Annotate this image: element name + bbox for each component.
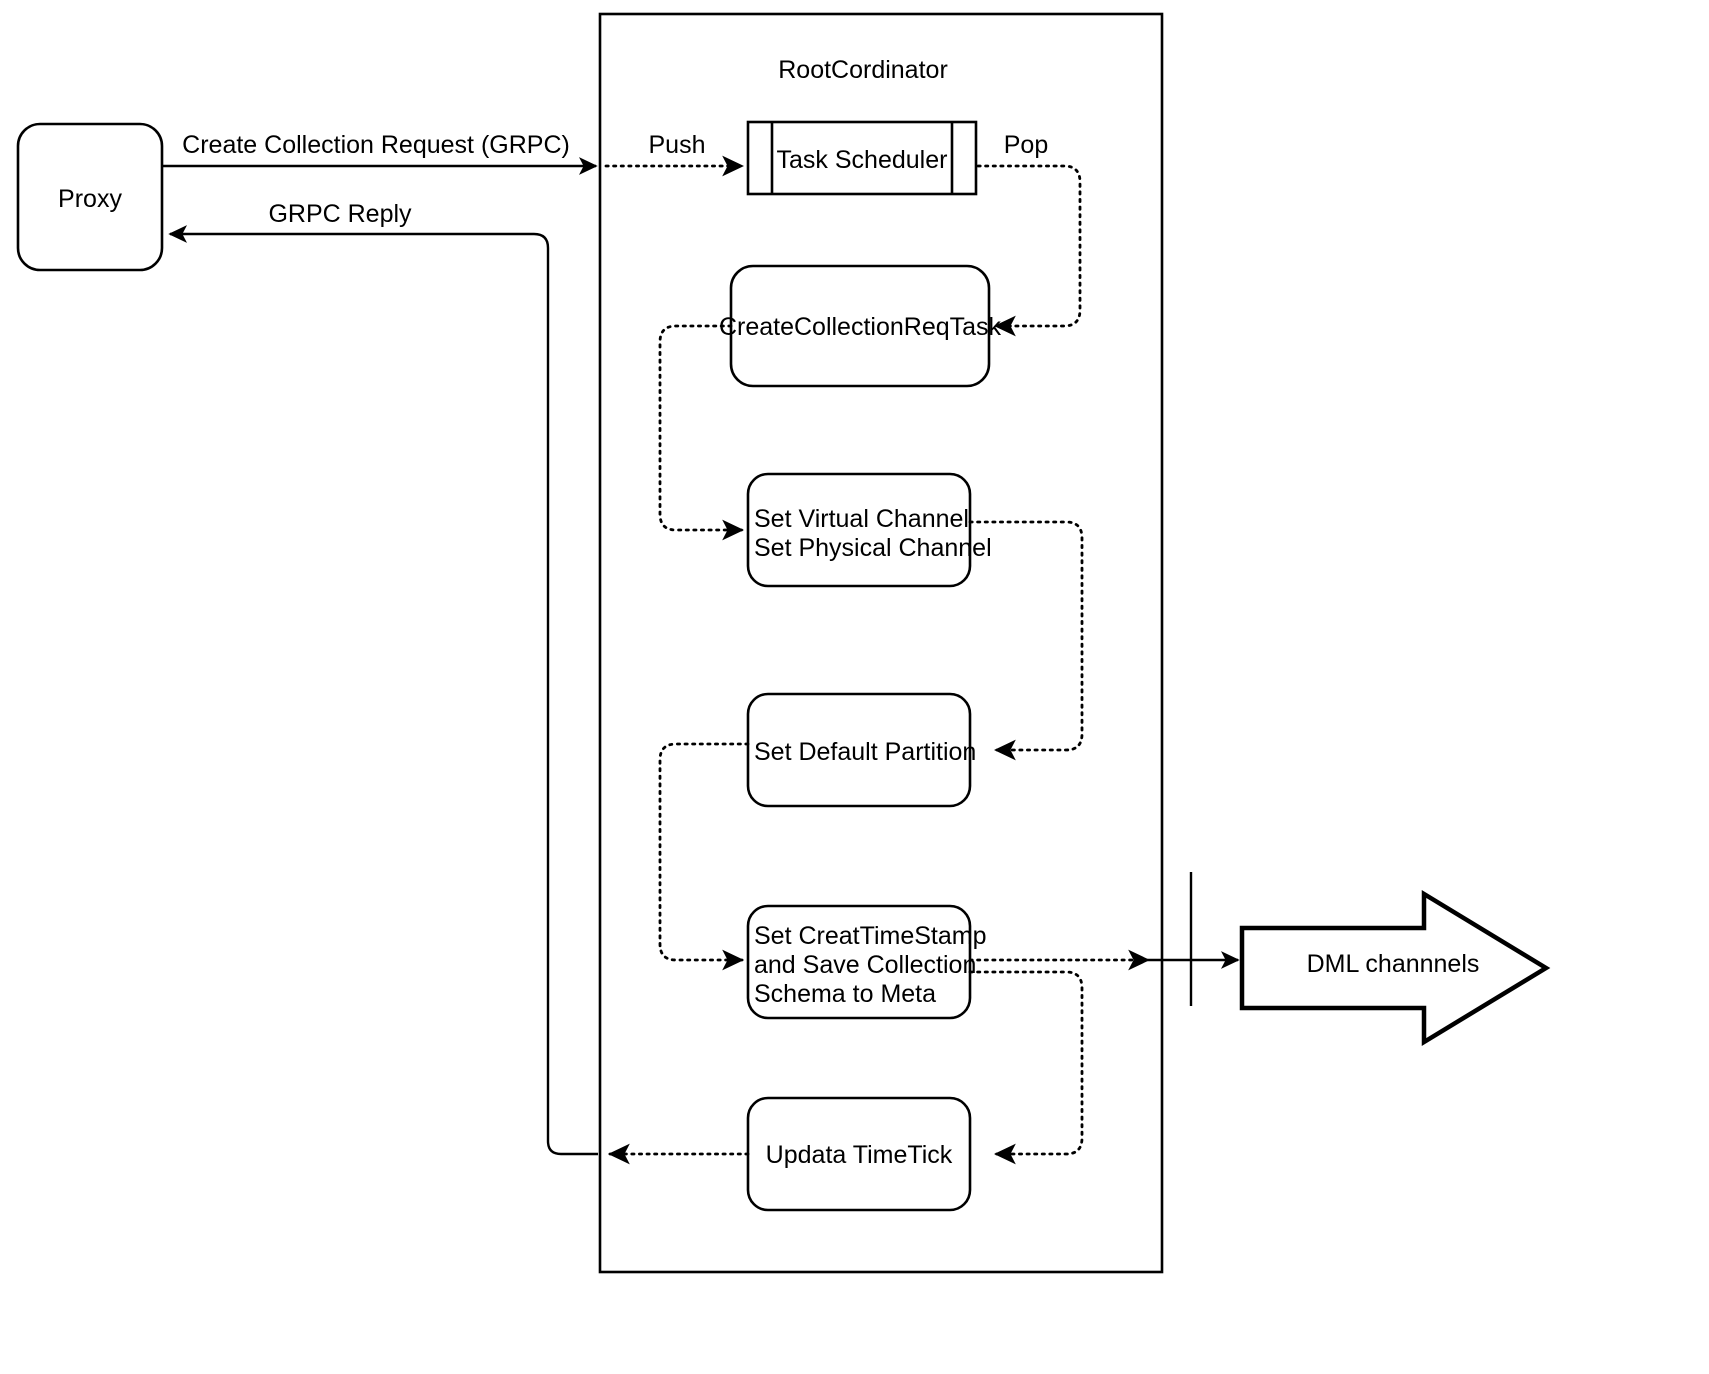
node-proxy[interactable] <box>16 122 164 272</box>
node-task-scheduler[interactable] <box>746 120 978 196</box>
edge-pop-label: Pop <box>1004 131 1048 159</box>
edge-create-collection-request-label: Create Collection Request (GRPC) <box>182 131 570 159</box>
node-set-createtimestamp-label-line2: and Save Collection <box>754 951 976 979</box>
edge-grpc-reply <box>168 225 598 1156</box>
node-set-channel-label-line1: Set Virtual Channel <box>754 505 969 533</box>
node-set-createtimestamp-label-line1: Set CreatTimeStamp <box>754 922 986 950</box>
edge-pop <box>976 164 1082 337</box>
edge-grpc-reply-label: GRPC Reply <box>268 200 412 228</box>
node-create-collection-req-task-label: CreateCollectionReqTask <box>719 313 1002 341</box>
edge-task-to-set-channel <box>658 324 744 541</box>
edge-default-partition-to-createtimestamp <box>658 742 750 971</box>
node-set-channel-label-line2: Set Physical Channel <box>754 534 992 562</box>
node-dml-channels-label: DML channnels <box>1307 950 1480 978</box>
node-set-createtimestamp-label-line3: Schema to Meta <box>754 980 936 1008</box>
node-set-channel[interactable] <box>746 472 972 588</box>
rootcordinator-label: RootCordinator <box>778 56 948 84</box>
node-task-scheduler-label: Task Scheduler <box>777 146 948 174</box>
edge-push-label: Push <box>649 131 706 159</box>
node-set-createtimestamp[interactable] <box>746 904 972 1020</box>
edge-set-channel-to-default-partition <box>968 520 1084 761</box>
edge-createtimestamp-to-timetick <box>968 970 1084 1165</box>
node-dml-channels[interactable] <box>1239 890 1551 1046</box>
rootcordinator-container <box>598 12 1164 1274</box>
node-proxy-label: Proxy <box>58 185 122 213</box>
node-set-default-partition-label: Set Default Partition <box>754 738 976 766</box>
node-set-default-partition[interactable] <box>746 692 972 808</box>
node-updata-timetick-label: Updata TimeTick <box>766 1141 953 1169</box>
